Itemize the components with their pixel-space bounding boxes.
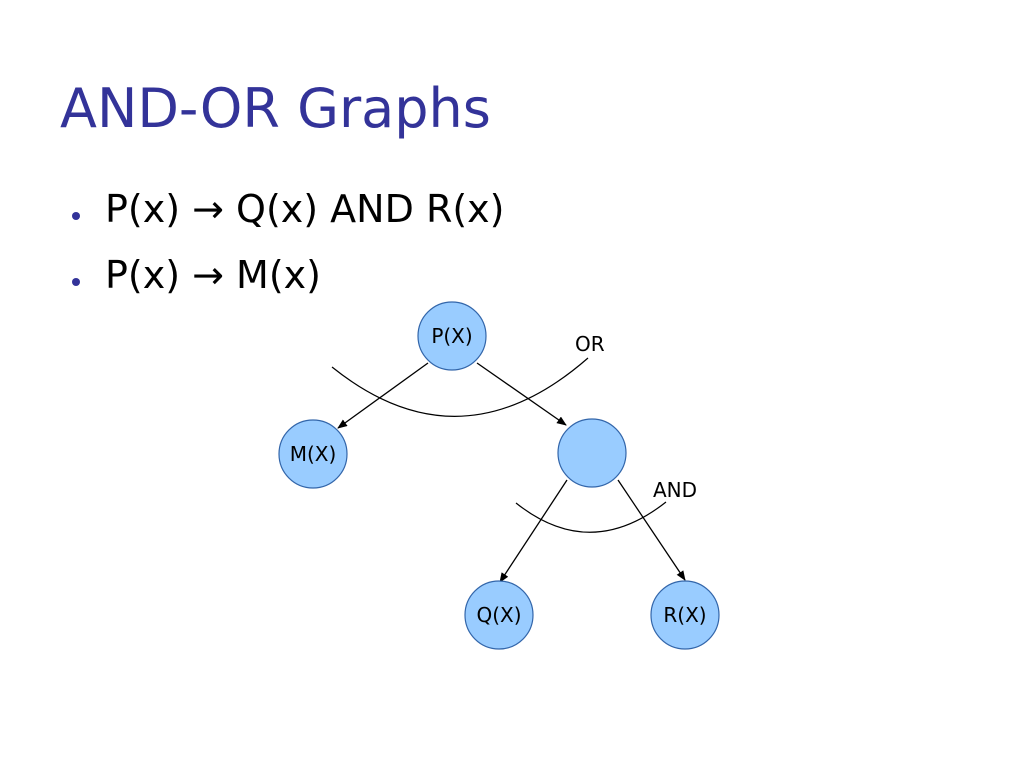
bullet-dot-icon [72, 212, 80, 220]
node-and [557, 418, 627, 488]
bullet-text: P(x) → Q(x) AND R(x) [105, 187, 505, 231]
node-m-label: M(X) [290, 442, 337, 466]
slide-title: AND-OR Graphs [60, 77, 491, 140]
edge-and-node-to-r [617, 479, 686, 581]
node-m: M(X) [278, 419, 348, 489]
bullet-item: P(x) → M(x) [72, 256, 504, 322]
bullet-dot-icon [72, 278, 80, 286]
edge-p-to-and-node [476, 362, 567, 426]
edge-p-to-m [337, 362, 429, 429]
and-label: AND [653, 478, 697, 502]
node-q-label: Q(X) [476, 603, 521, 627]
node-r-label: R(X) [663, 603, 706, 627]
node-r: R(X) [650, 580, 720, 650]
bullet-text: P(x) → M(x) [105, 253, 321, 297]
bullet-item: P(x) → Q(x) AND R(x) [72, 190, 504, 256]
node-p-label: P(X) [431, 324, 472, 348]
node-p: P(X) [417, 301, 487, 371]
or-label: OR [575, 332, 605, 356]
bullet-list: P(x) → Q(x) AND R(x) P(x) → M(x) [72, 190, 504, 322]
node-q: Q(X) [464, 580, 534, 650]
or-arc [331, 357, 589, 417]
and-arc [515, 501, 667, 533]
edge-and-node-to-q [499, 479, 568, 583]
